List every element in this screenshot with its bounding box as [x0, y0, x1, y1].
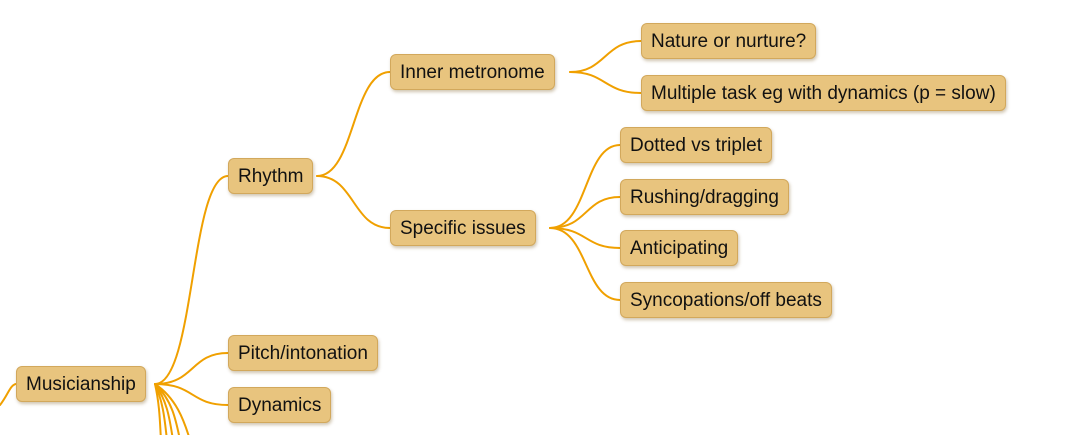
connector-rhythm-inner-metronome [316, 71, 391, 177]
node-rushing-dragging[interactable]: Rushing/dragging [620, 179, 789, 215]
connector-root-offscreen-1 [154, 383, 181, 435]
connector-root-offscreen-4 [154, 383, 162, 435]
node-multiple-task[interactable]: Multiple task eg with dynamics (p = slow… [641, 75, 1006, 111]
node-pitch-intonation[interactable]: Pitch/intonation [228, 335, 378, 371]
node-syncopations-off-beats[interactable]: Syncopations/off beats [620, 282, 832, 318]
node-inner-metronome[interactable]: Inner metronome [390, 54, 555, 90]
connector-root-left [0, 383, 17, 406]
node-nature-or-nurture[interactable]: Nature or nurture? [641, 23, 817, 59]
connector-rhythm-specific-issues [316, 175, 391, 229]
connector-issues-dotted [549, 144, 621, 229]
connector-metronome-multiple-task [569, 71, 642, 94]
connector-issues-anticipating [549, 227, 621, 249]
connector-root-offscreen-5 [154, 383, 190, 435]
connector-root-rhythm [154, 175, 229, 385]
node-dynamics[interactable]: Dynamics [228, 387, 332, 423]
connector-metronome-nature [569, 40, 642, 73]
node-specific-issues[interactable]: Specific issues [390, 210, 536, 246]
connector-issues-syncopations [549, 227, 621, 301]
node-dotted-vs-triplet[interactable]: Dotted vs triplet [620, 127, 772, 163]
connector-root-dynamics [154, 383, 229, 406]
connector-issues-rushing [549, 196, 621, 229]
node-musicianship[interactable]: Musicianship [16, 366, 146, 402]
connector-root-pitch [154, 352, 229, 385]
node-anticipating[interactable]: Anticipating [620, 230, 739, 266]
node-rhythm[interactable]: Rhythm [228, 158, 314, 194]
